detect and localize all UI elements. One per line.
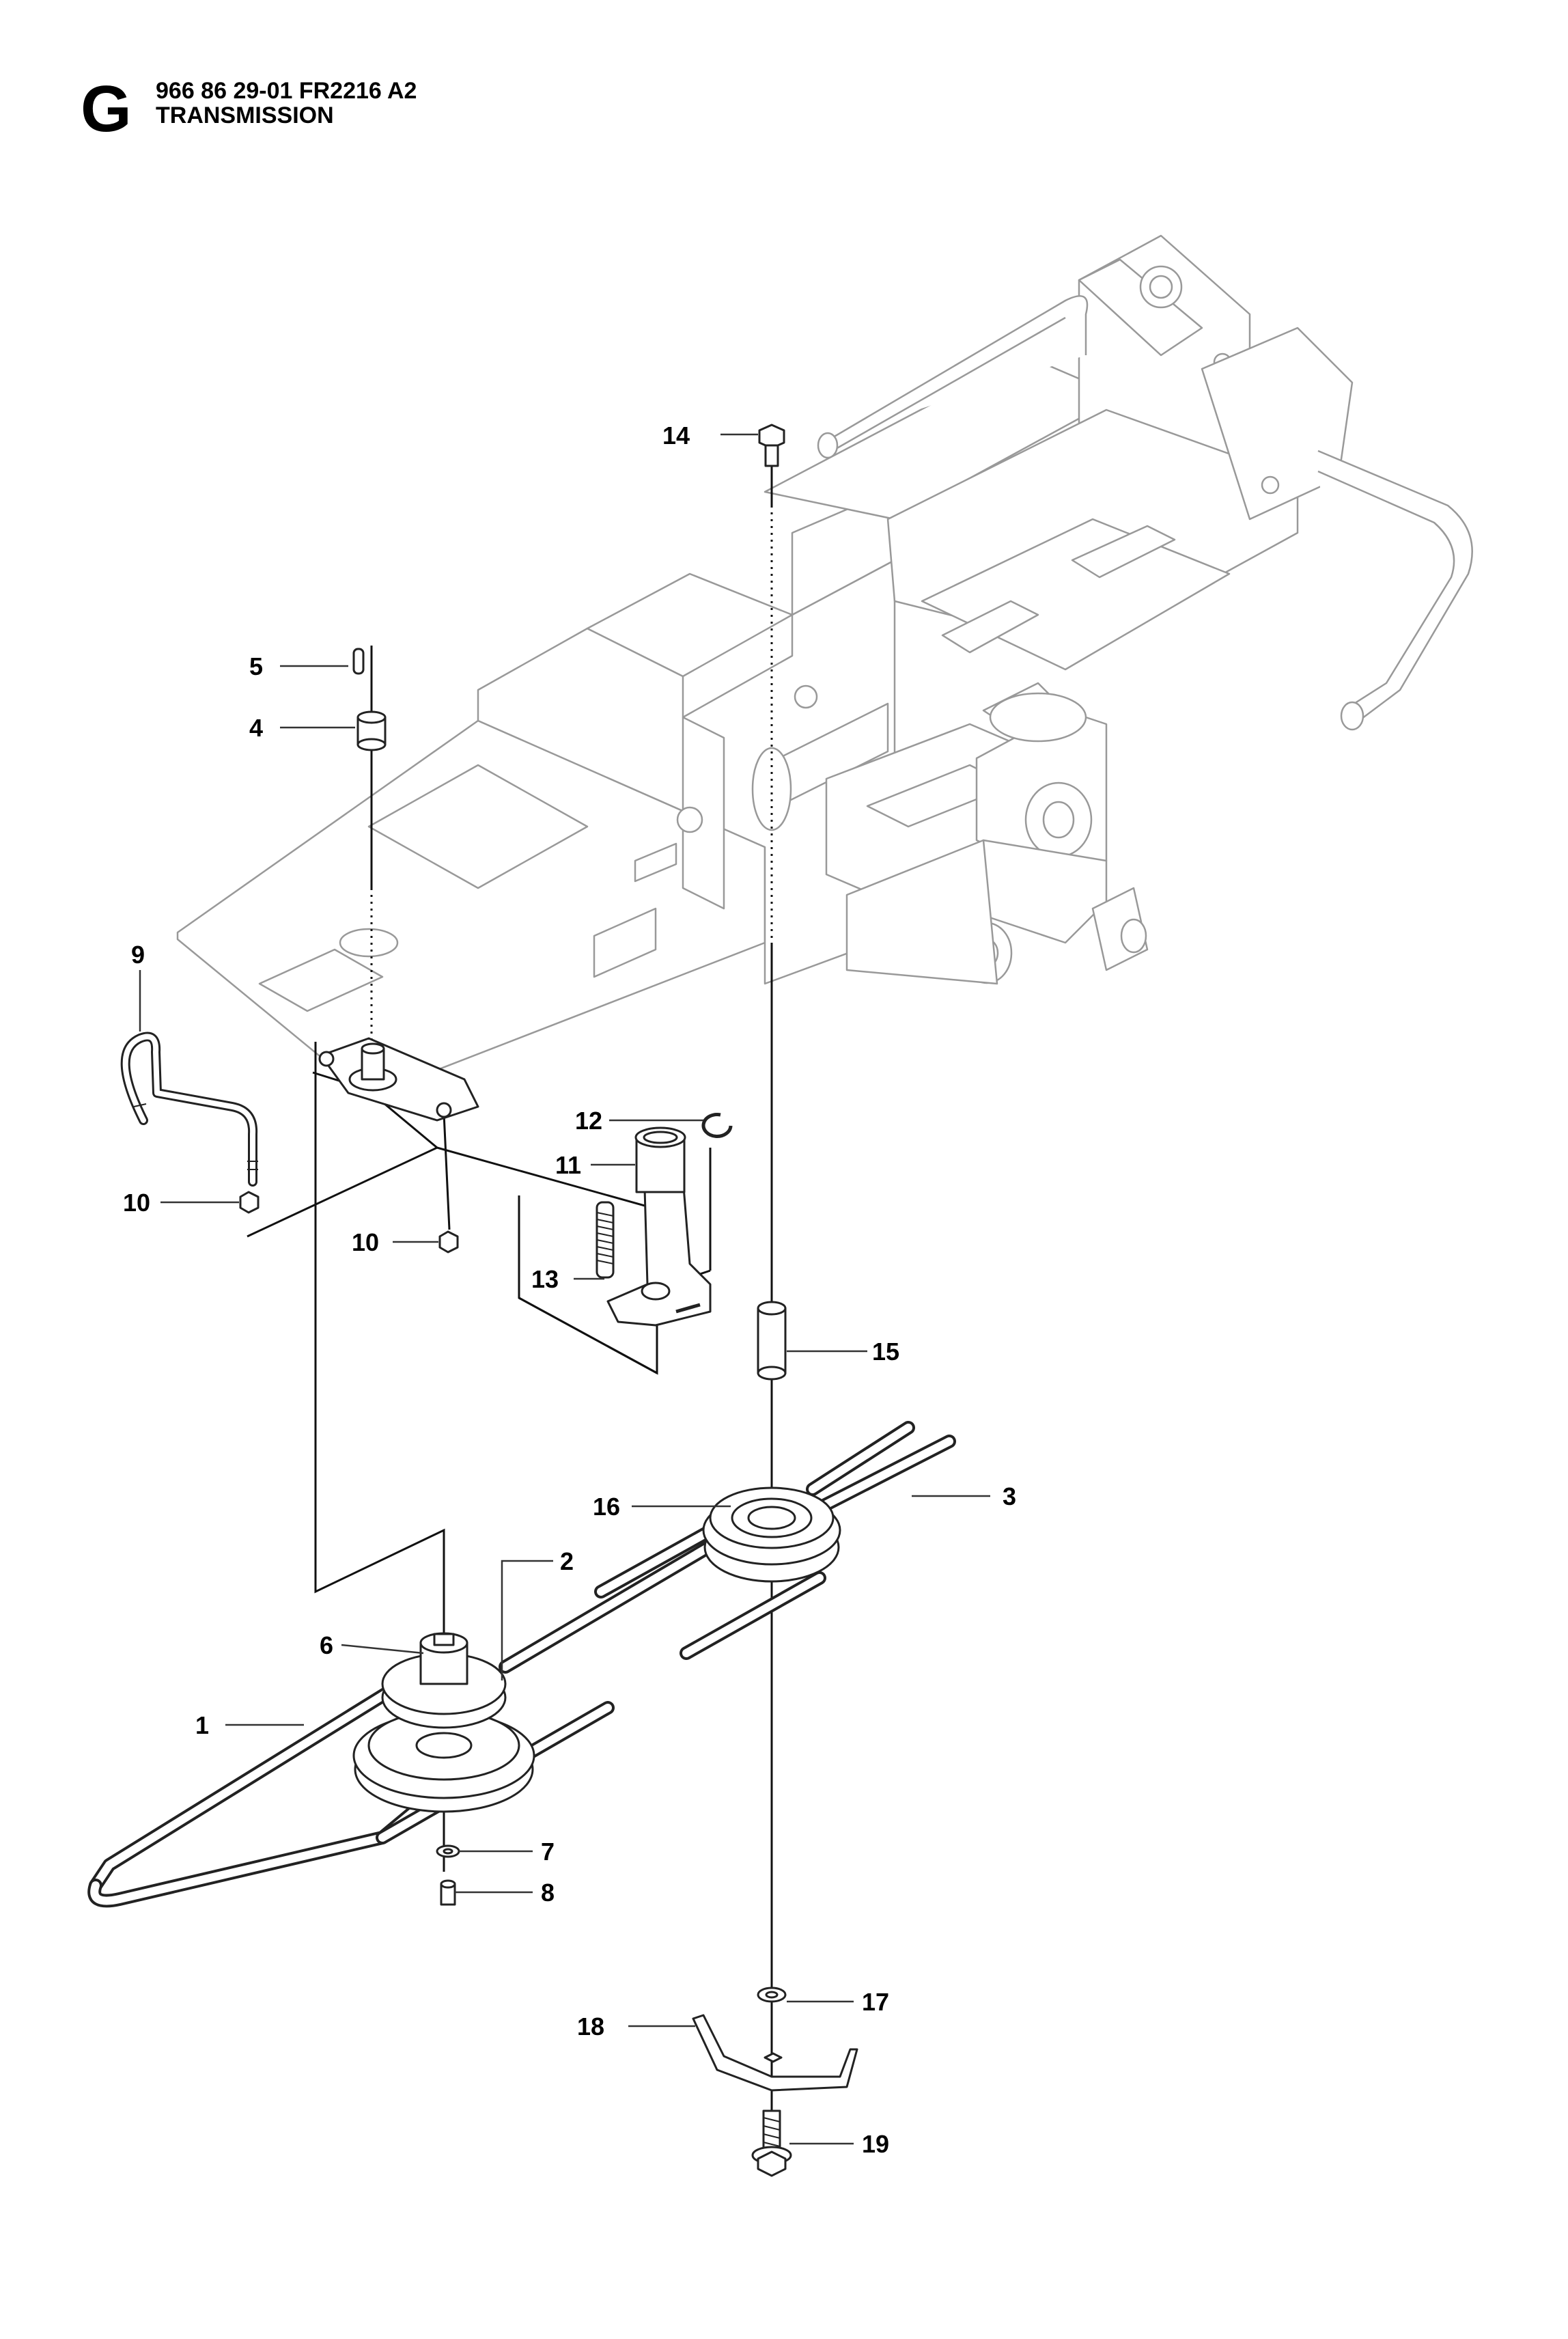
callout-13: 13: [531, 1265, 559, 1293]
callout-3: 3: [1003, 1482, 1016, 1510]
callout-11: 11: [555, 1151, 581, 1179]
callout-17: 17: [862, 1988, 889, 2016]
callout-labels: 14 5 4 9 10 10 12 11 13 15 16 3 2 6 1 7 …: [123, 421, 1016, 2158]
callout-9: 9: [131, 941, 145, 969]
part-4-spacer: [356, 710, 387, 751]
callout-15: 14: [662, 421, 690, 449]
part-11-lever-arm: [606, 1126, 712, 1327]
callout-2: 2: [560, 1547, 574, 1575]
callout-10-right: 10: [352, 1228, 379, 1256]
part-16-idler-pulley: [702, 1486, 841, 1583]
belts: [87, 1421, 956, 1908]
callout-8: 8: [541, 1879, 555, 1907]
part-7-washer: [436, 1844, 460, 1858]
pivot-bracket: [318, 1037, 479, 1122]
part-15-bolt: [758, 424, 785, 467]
leader-lines: [139, 433, 990, 2145]
part-13-spring: [596, 1201, 615, 1279]
part-10-nut-right: [438, 1230, 459, 1254]
part-8-bolt: [440, 1879, 456, 1906]
section-letter: G: [81, 72, 132, 146]
callout-7: 7: [541, 1838, 555, 1866]
callout-14: 15: [872, 1338, 899, 1366]
callout-18: 18: [577, 2012, 604, 2040]
part-6-drive-pulley: [352, 1632, 535, 1813]
part-12-e-clip: [701, 1113, 733, 1138]
callout-12: 12: [575, 1107, 602, 1135]
part-17-washer: [757, 1987, 787, 2003]
part-18-spring-plate: [692, 2014, 858, 2092]
part-14-sleeve: [757, 1301, 787, 1381]
callout-1: 1: [195, 1711, 209, 1739]
callout-4: 4: [249, 714, 263, 742]
callout-10-left: 10: [123, 1189, 150, 1217]
chassis-frame: [176, 234, 1473, 1098]
callout-6: 6: [320, 1631, 333, 1659]
part-code: 966 86 29-01 FR2216 A2: [156, 78, 417, 104]
callout-19: 19: [862, 2130, 889, 2158]
section-title: TRANSMISSION: [156, 102, 334, 128]
part-5-pin: [352, 648, 365, 675]
part-9-rod: [120, 1032, 258, 1187]
part-19-flange-bolt: [751, 2109, 792, 2177]
part-10-nut-left: [239, 1191, 260, 1214]
callout-5: 5: [249, 652, 263, 680]
callout-16: 16: [593, 1493, 620, 1521]
